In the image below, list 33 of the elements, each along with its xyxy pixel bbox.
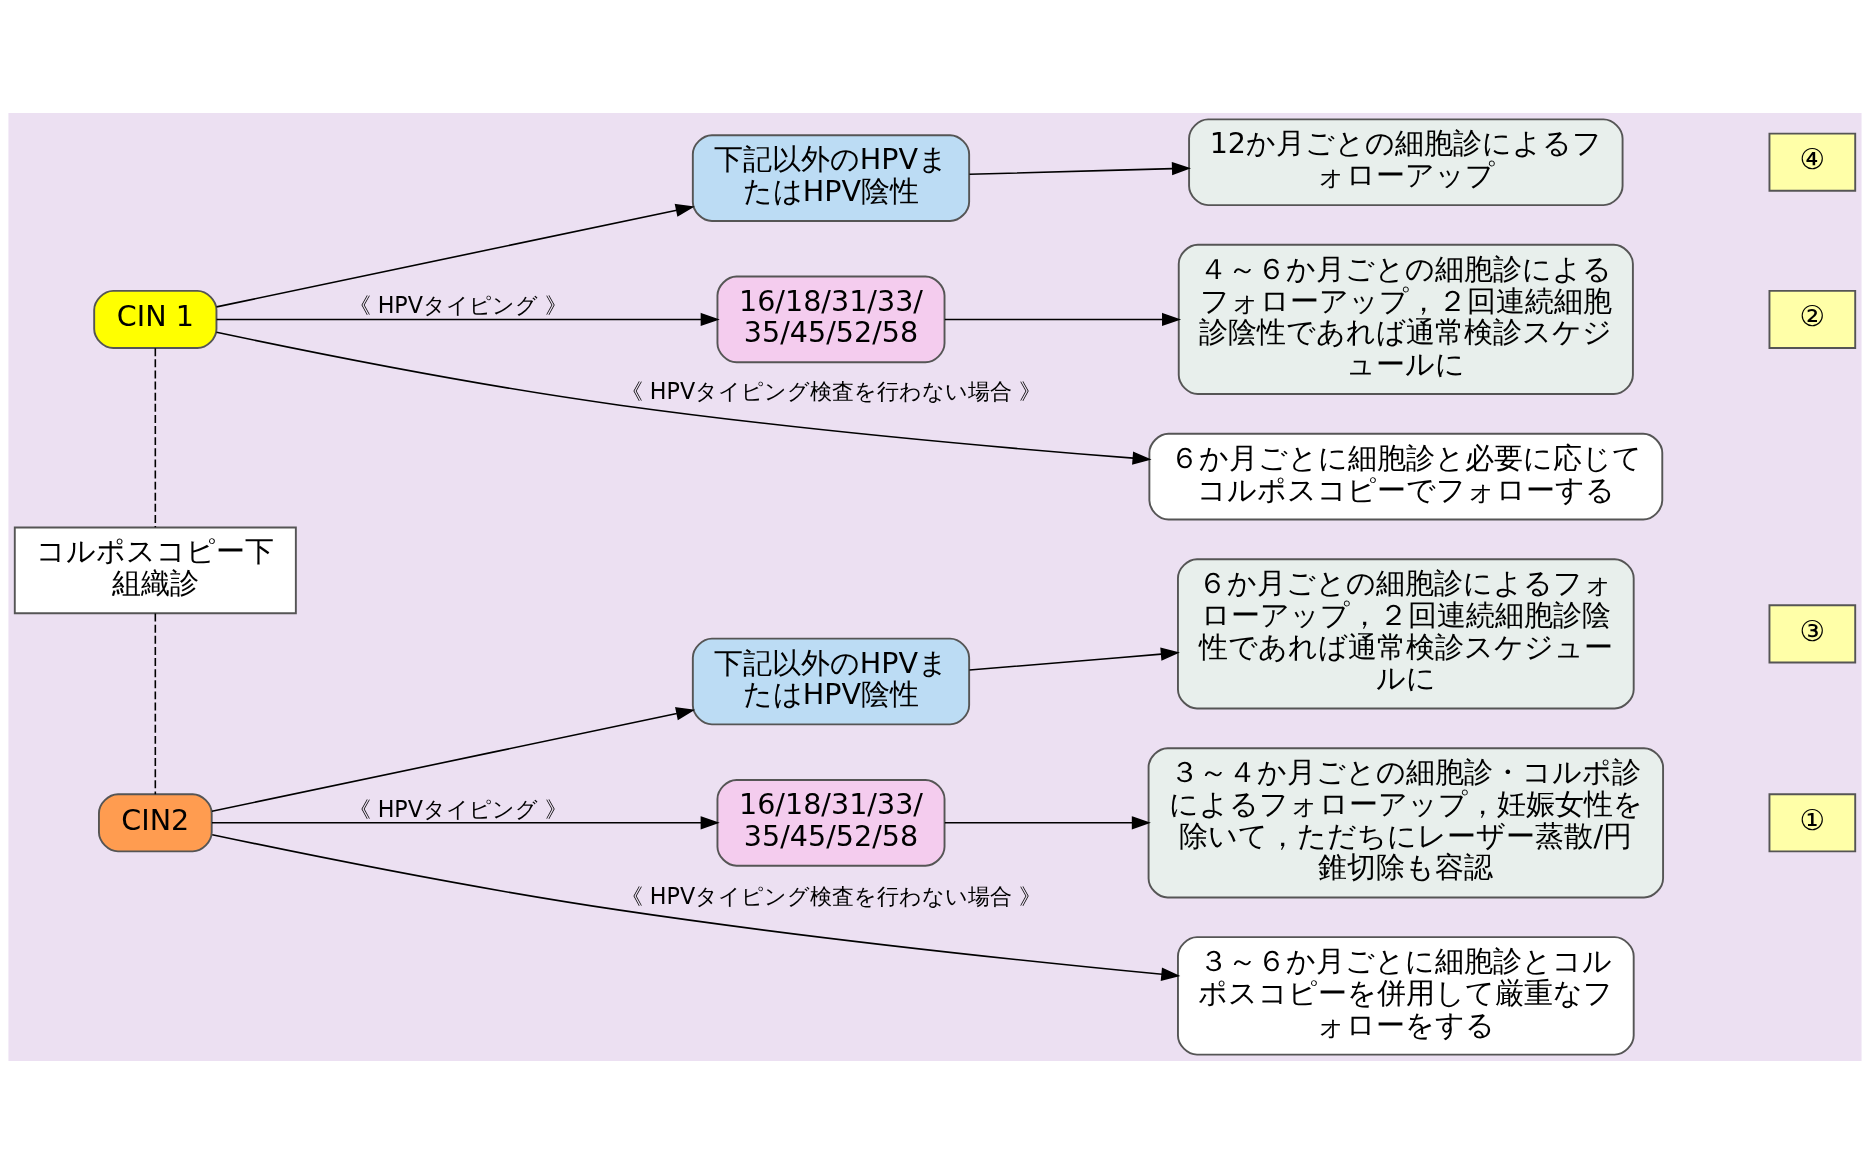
- arrow: [211, 815, 720, 829]
- arrow: [215, 203, 695, 308]
- edge-label: 《 HPVタイピング検査を行わない場合 》: [620, 377, 1042, 404]
- arrow: [211, 833, 1181, 981]
- connector: [154, 346, 157, 528]
- node-box: ３～６か月ごとに細胞診とコルポスコピーを併用して厳重なフォローをする: [1177, 935, 1635, 1056]
- node-box: ３～４か月ごとの細胞診・コルポ診によるフォローアップ，妊娠女性を除いて，ただちにレーザー蒸散/円錐切除も容認: [1147, 746, 1665, 898]
- arrow: [968, 161, 1191, 175]
- node-box: 下記以外のHPVまたはHPV陰性: [691, 637, 971, 725]
- arrow: [968, 646, 1180, 671]
- node-box: ６か月ごとの細胞診によるフォローアップ，２回連続細胞診陰性であれば通常検診スケジュールに: [1177, 557, 1635, 709]
- node-box: ４～６か月ごとの細胞診によるフォローアップ，２回連続細胞診陰性であれば通常検診スケジュールに: [1177, 243, 1634, 395]
- edge-label: 《 HPVタイピング 》: [348, 795, 568, 822]
- node-box: CIN2: [98, 792, 213, 852]
- arrow: [211, 706, 696, 812]
- edge-label: 《 HPVタイピング検査を行わない場合 》: [620, 882, 1042, 909]
- arrow: [944, 815, 1151, 829]
- edge-label: 《 HPVタイピング 》: [348, 291, 568, 318]
- node-box: 16/18/31/33/35/45/52/58: [716, 778, 946, 867]
- node-box: コルポスコピー下組織診: [13, 526, 297, 614]
- node-box: ③: [1768, 603, 1857, 663]
- node-box: ６か月ごとに細胞診と必要に応じてコルポスコピーでフォローする: [1148, 432, 1664, 520]
- node-box: CIN 1: [93, 289, 218, 349]
- connector: [154, 612, 157, 795]
- node-box: 下記以外のHPVまたはHPV陰性: [691, 133, 971, 222]
- node-box: 12か月ごとの細胞診によるフォローアップ: [1188, 117, 1624, 206]
- arrow: [215, 331, 1152, 465]
- node-box: 16/18/31/33/35/45/52/58: [716, 275, 946, 363]
- node-box: ④: [1768, 132, 1857, 192]
- arrow: [944, 312, 1182, 326]
- node-box: ①: [1768, 792, 1857, 852]
- arrow: [215, 312, 720, 326]
- node-box: ②: [1768, 289, 1857, 349]
